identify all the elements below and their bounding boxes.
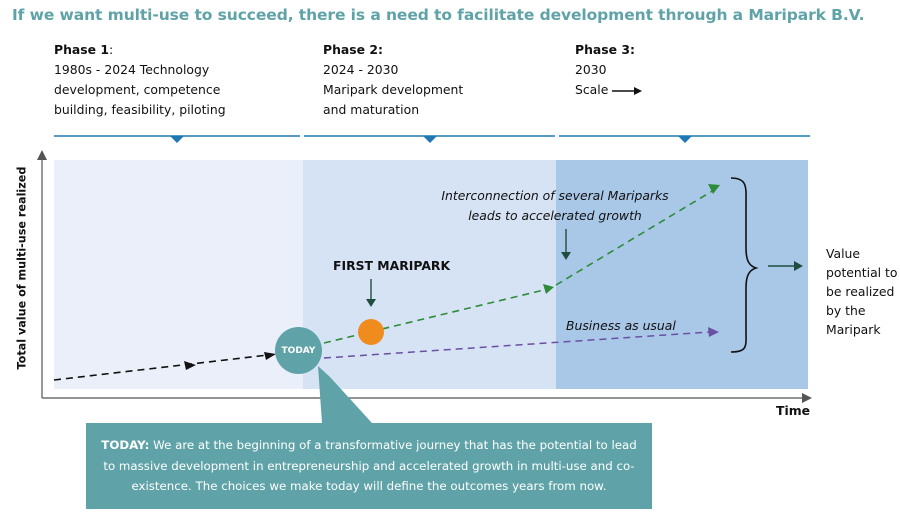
phase-1-line-1: 1980s - 2024 Technology bbox=[54, 62, 210, 77]
phase-divider-lines bbox=[54, 135, 810, 143]
phase-3-line-2: Scale bbox=[575, 82, 609, 97]
page-title: If we want multi-use to succeed, there i… bbox=[12, 6, 865, 24]
phase-1-header: Phase 1: 1980s - 2024 Technology develop… bbox=[54, 40, 226, 120]
phase-1-background bbox=[54, 160, 303, 389]
interconnection-label-line-1: Interconnection of several Mariparks bbox=[441, 188, 669, 203]
phase-2-notch bbox=[423, 136, 437, 143]
y-axis-label: Total value of multi-use realized bbox=[15, 166, 29, 370]
business-as-usual-label: Business as usual bbox=[566, 318, 676, 333]
phase-2-line-1: 2024 - 2030 bbox=[323, 62, 399, 77]
x-axis-arrow-icon bbox=[802, 393, 812, 403]
value-potential-line-3: be realized bbox=[826, 284, 895, 299]
phase-3-header: Phase 3: 2030 Scale bbox=[575, 40, 643, 100]
business-as-usual-arrow bbox=[708, 327, 719, 337]
phase-3-title: Phase 3: bbox=[575, 42, 635, 57]
value-potential-line-1: Value bbox=[826, 246, 861, 261]
arrow-right-icon bbox=[612, 86, 643, 95]
interconnection-label: Interconnection of several Mariparks lea… bbox=[410, 186, 700, 226]
axes bbox=[37, 150, 812, 403]
today-label: TODAY bbox=[281, 345, 316, 356]
value-brace bbox=[730, 177, 759, 353]
first-maripark-arrowhead bbox=[366, 299, 376, 307]
first-maripark-marker bbox=[358, 319, 384, 345]
value-potential-line-4: by the bbox=[826, 303, 866, 318]
today-callout: TODAY: We are at the beginning of a tran… bbox=[86, 423, 652, 509]
value-potential-label: Value potential to be realized by the Ma… bbox=[826, 244, 900, 339]
phase-2-line-3: and maturation bbox=[323, 102, 420, 117]
phase-2-header: Phase 2: 2024 - 2030 Maripark developmen… bbox=[323, 40, 463, 120]
value-potential-line-5: Maripark bbox=[826, 322, 881, 337]
callout-text: We are at the beginning of a transformat… bbox=[103, 438, 637, 494]
phase-1-title: Phase 1 bbox=[54, 42, 109, 57]
growth-arrow-2 bbox=[708, 184, 720, 194]
phase-2-title: Phase 2: bbox=[323, 42, 383, 57]
phase-1-line-2: development, competence bbox=[54, 82, 221, 97]
history-arrow-1 bbox=[184, 361, 196, 370]
phase-1-notch bbox=[170, 136, 184, 143]
phase-2-background bbox=[303, 160, 556, 389]
business-as-usual-line bbox=[323, 331, 711, 359]
growth-arrow-1 bbox=[543, 284, 554, 294]
value-potential-line-2: potential to bbox=[826, 265, 898, 280]
phase-1-line-3: building, feasibility, piloting bbox=[54, 102, 226, 117]
x-axis-label: Time bbox=[776, 403, 811, 418]
today-marker: TODAY bbox=[275, 327, 322, 374]
interconnection-arrowhead bbox=[561, 252, 571, 260]
phase-3-notch bbox=[678, 136, 692, 143]
phase-3-line-1: 2030 bbox=[575, 62, 607, 77]
phase-1-title-suffix: : bbox=[108, 42, 114, 57]
interconnection-label-line-2: leads to accelerated growth bbox=[468, 208, 642, 223]
callout-lead: TODAY: bbox=[101, 438, 150, 453]
first-maripark-label: FIRST MARIPARK bbox=[333, 258, 451, 273]
phase-3-background bbox=[556, 160, 808, 389]
growth-dashed-line-2 bbox=[555, 189, 715, 286]
callout-pointer bbox=[318, 366, 372, 423]
phase-2-line-2: Maripark development bbox=[323, 82, 464, 97]
y-axis-arrow-icon bbox=[37, 150, 47, 160]
value-arrowhead bbox=[794, 261, 803, 271]
history-arrow-2 bbox=[264, 352, 276, 360]
